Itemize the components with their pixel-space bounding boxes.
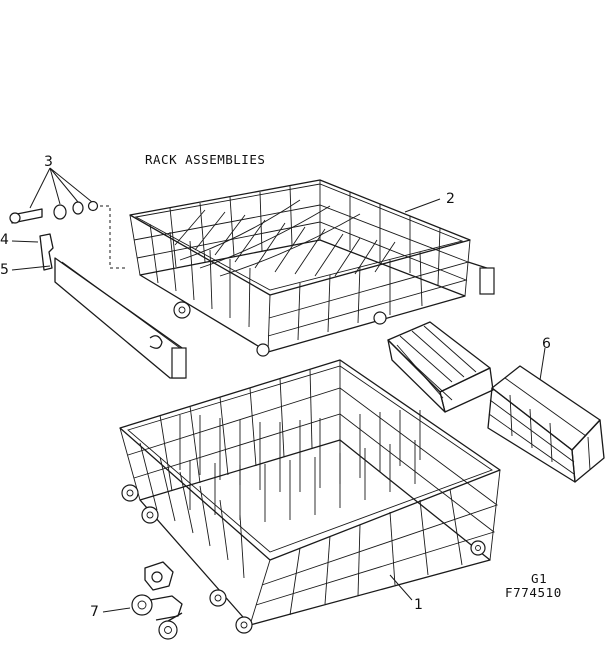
silverware-basket (387, 321, 605, 483)
callout-3: 3 (44, 154, 53, 170)
roller-bolt-hardware (9, 200, 99, 224)
figure-code-line1: G1 (531, 571, 548, 586)
callout-4: 4 (0, 232, 9, 248)
callout-6: 6 (542, 336, 551, 352)
lower-rack (119, 359, 501, 634)
upper-rack (129, 179, 495, 357)
callout-2: 2 (446, 191, 455, 207)
roller-clip-parts (131, 561, 183, 640)
figure-code-line2: F774510 (505, 585, 562, 600)
rack-slide-rail (54, 257, 187, 379)
callout-7: 7 (90, 604, 99, 620)
callout-1: 1 (414, 597, 423, 613)
callout-5: 5 (0, 262, 9, 278)
diagram-title: RACK ASSEMBLIES (145, 152, 266, 167)
rail-bracket (39, 233, 54, 271)
